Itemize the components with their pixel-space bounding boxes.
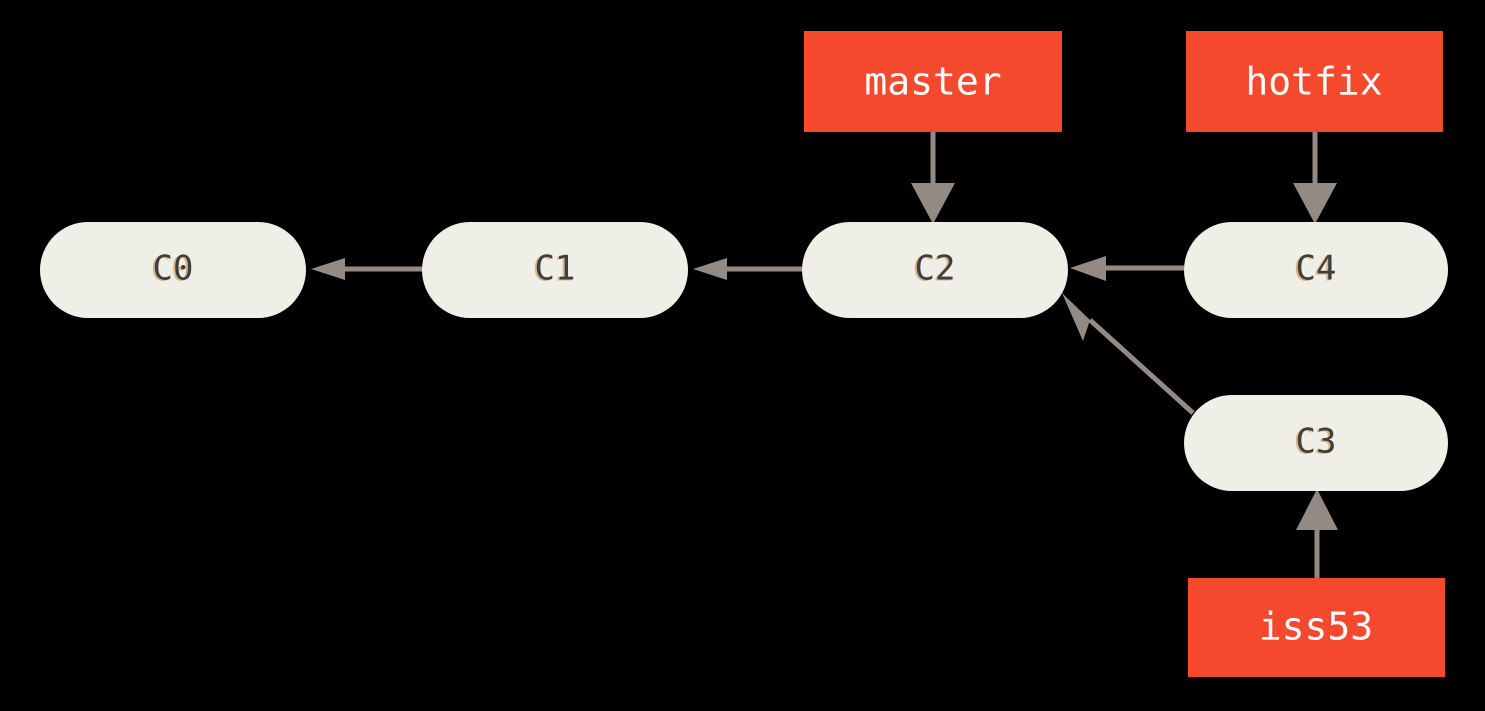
- commit-node-c2[interactable]: C2 C2: [802, 222, 1068, 318]
- commit-shape: [422, 222, 688, 318]
- arrowhead-icon: [693, 258, 727, 280]
- arrowhead-icon: [911, 183, 955, 224]
- edge-c3-to-c2: [1062, 293, 1195, 415]
- commit-label-shadow: C4: [1294, 250, 1335, 290]
- edge-line: [1088, 318, 1195, 415]
- commit-node-c1[interactable]: C1 C1: [422, 222, 688, 318]
- edge-layer: [311, 132, 1338, 578]
- commit-node-c3[interactable]: C3 C3: [1184, 395, 1448, 491]
- edge-hotfix-to-c4: [1293, 132, 1337, 224]
- commit-label: C0: [153, 249, 194, 289]
- commit-label-shadow: C0: [151, 250, 192, 290]
- branch-layer: master hotfix iss53: [804, 31, 1445, 677]
- edge-master-to-c2: [911, 132, 955, 224]
- branch-label-text: hotfix: [1245, 60, 1382, 104]
- commit-label: C1: [535, 249, 576, 289]
- commit-label: C4: [1296, 249, 1337, 289]
- commit-shape: [1184, 222, 1448, 318]
- branch-box: [804, 31, 1062, 132]
- arrowhead-icon: [311, 258, 345, 280]
- branch-label-text: iss53: [1259, 605, 1373, 649]
- edge-iss53-to-c3: [1296, 489, 1338, 578]
- edge-c2-to-c1: [693, 258, 802, 280]
- branch-box: [1186, 31, 1443, 132]
- arrowhead-icon: [1062, 293, 1090, 341]
- branch-label-iss53[interactable]: iss53: [1188, 578, 1445, 677]
- commit-label-shadow: C1: [533, 250, 574, 290]
- branch-label-master[interactable]: master: [804, 31, 1062, 132]
- commit-shape: [802, 222, 1068, 318]
- arrowhead-icon: [1296, 489, 1338, 530]
- commit-shape: [1184, 395, 1448, 491]
- edge-c1-to-c0: [311, 258, 422, 280]
- arrowhead-icon: [1293, 183, 1337, 224]
- commit-shape: [40, 222, 306, 318]
- commit-node-c0[interactable]: C0 C0: [40, 222, 306, 318]
- branch-label-text: master: [864, 60, 1001, 104]
- arrowhead-icon: [1070, 256, 1106, 281]
- commit-label-shadow: C3: [1294, 423, 1335, 463]
- commit-node-c4[interactable]: C4 C4: [1184, 222, 1448, 318]
- commit-layer: C0 C0 C1 C1 C2 C2 C4 C4 C3 C3: [40, 222, 1448, 491]
- commit-label: C3: [1296, 422, 1337, 462]
- branch-box: [1188, 578, 1445, 677]
- commit-label-shadow: C2: [913, 250, 954, 290]
- branch-label-hotfix[interactable]: hotfix: [1186, 31, 1443, 132]
- edge-c4-to-c2: [1070, 256, 1184, 281]
- commit-label: C2: [915, 249, 956, 289]
